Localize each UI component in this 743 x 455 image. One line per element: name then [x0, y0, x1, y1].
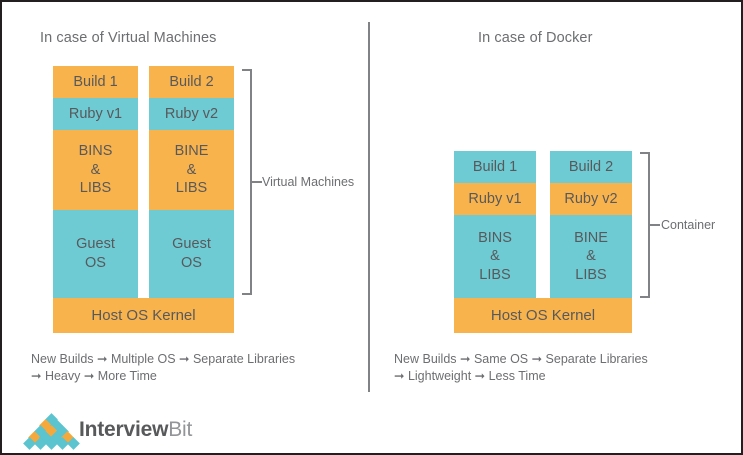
panel-title-virtual-machines: In case of Virtual Machines: [40, 30, 217, 46]
vm-bracket-tick: [252, 181, 262, 183]
docker-bracket-tick: [650, 224, 660, 226]
vm-footnote-line-1: New Builds ➞ Multiple OS ➞ Separate Libr…: [31, 352, 296, 366]
panel-divider: [368, 22, 370, 392]
logo-text-light: Bit: [168, 418, 193, 441]
panel-title-docker: In case of Docker: [478, 30, 593, 46]
vm-col2-block-ruby: Ruby v2: [149, 98, 234, 130]
vm-col1-block-ruby: Ruby v1: [53, 98, 138, 130]
docker-bracket: [640, 152, 650, 298]
docker-col1-block-ruby: Ruby v1: [454, 183, 536, 215]
docker-col1-block-bins-libs: BINS & LIBS: [454, 215, 536, 298]
vm-bracket: [242, 69, 252, 295]
vm-col2-block-build: Build 2: [149, 66, 234, 98]
logo-text-bold: Interview: [79, 418, 169, 441]
docker-footnote-line-1: New Builds ➞ Same OS ➞ Separate Librarie…: [394, 352, 648, 366]
docker-host-os-kernel: Host OS Kernel: [454, 298, 632, 333]
docker-col2-block-build: Build 2: [550, 151, 632, 183]
docker-col2-block-bine-libs: BINE & LIBS: [550, 215, 632, 298]
interviewbit-logo-mark: [22, 413, 80, 450]
vm-col1-block-build: Build 1: [53, 66, 138, 98]
docker-col1-block-build: Build 1: [454, 151, 536, 183]
vm-footnote-line-2: ➞ Heavy ➞ More Time: [31, 369, 157, 383]
docker-col2-block-ruby: Ruby v2: [550, 183, 632, 215]
vm-col1-block-bins-libs: BINS & LIBS: [53, 130, 138, 210]
vm-col1-block-guest-os: Guest OS: [53, 210, 138, 298]
docker-bracket-label: Container: [661, 218, 716, 232]
vm-col2-block-guest-os: Guest OS: [149, 210, 234, 298]
docker-footnote-line-2: ➞ Lightweight ➞ Less Time: [394, 369, 546, 383]
vm-host-os-kernel: Host OS Kernel: [53, 298, 234, 333]
interviewbit-logo: InterviewBit: [22, 413, 192, 450]
interviewbit-logo-text: InterviewBit: [79, 418, 192, 442]
vm-bracket-label: Virtual Machines: [262, 175, 355, 189]
vm-col2-block-bine-libs: BINE & LIBS: [149, 130, 234, 210]
